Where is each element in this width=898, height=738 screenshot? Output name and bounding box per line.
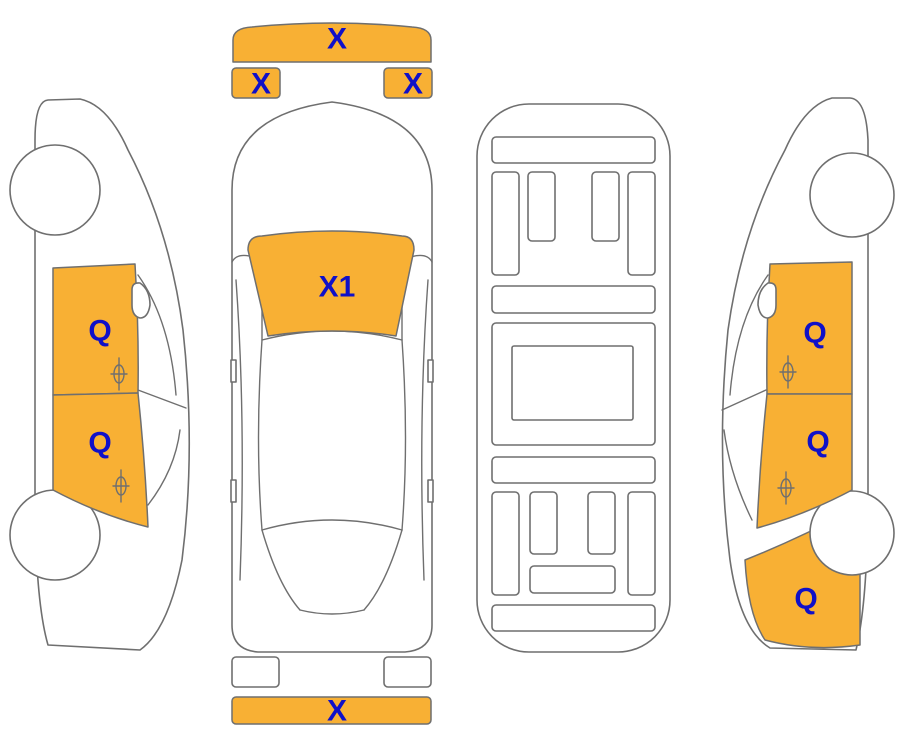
right-mirror-label: X (403, 68, 423, 101)
left-front-door-label: Q (88, 315, 111, 348)
top-view-body (231, 101, 433, 653)
right-rear-door-handle (777, 471, 795, 505)
right-rear-door-panel[interactable] (756, 393, 853, 529)
windshield-panel[interactable] (247, 230, 415, 337)
right-front-door-label: Q (803, 317, 826, 350)
right-side-view: Q Q Q (721, 97, 895, 651)
right-rear-quarter-label: Q (794, 583, 817, 616)
right-front-door-handle (779, 355, 797, 389)
right-mirror-panel[interactable] (383, 67, 433, 99)
left-rear-door-label: Q (88, 427, 111, 460)
left-rear-light (231, 656, 280, 688)
left-side-mirror (131, 282, 151, 319)
right-rear-light (383, 656, 432, 688)
rear-bumper-label: X (327, 695, 347, 728)
right-rear-wheel (809, 490, 895, 576)
right-front-wheel (809, 152, 895, 238)
rear-parts: X (231, 656, 432, 728)
left-rear-door-handle (112, 469, 130, 503)
front-bumper-label: X (327, 23, 347, 56)
right-rear-door-label: Q (806, 426, 829, 459)
left-side-view: Q Q (9, 98, 191, 651)
left-front-door-handle (110, 357, 128, 391)
left-mirror-label: X (251, 68, 271, 101)
front-parts: X X X (231, 22, 433, 101)
left-front-wheel (9, 144, 101, 236)
left-mirror-panel[interactable] (231, 67, 281, 99)
rear-bumper-panel[interactable] (231, 696, 432, 725)
top-view: X1 (230, 101, 434, 653)
underbody-view (476, 103, 671, 653)
right-side-mirror (757, 282, 777, 319)
front-bumper-panel[interactable] (232, 22, 432, 63)
windshield-label: X1 (319, 271, 356, 304)
